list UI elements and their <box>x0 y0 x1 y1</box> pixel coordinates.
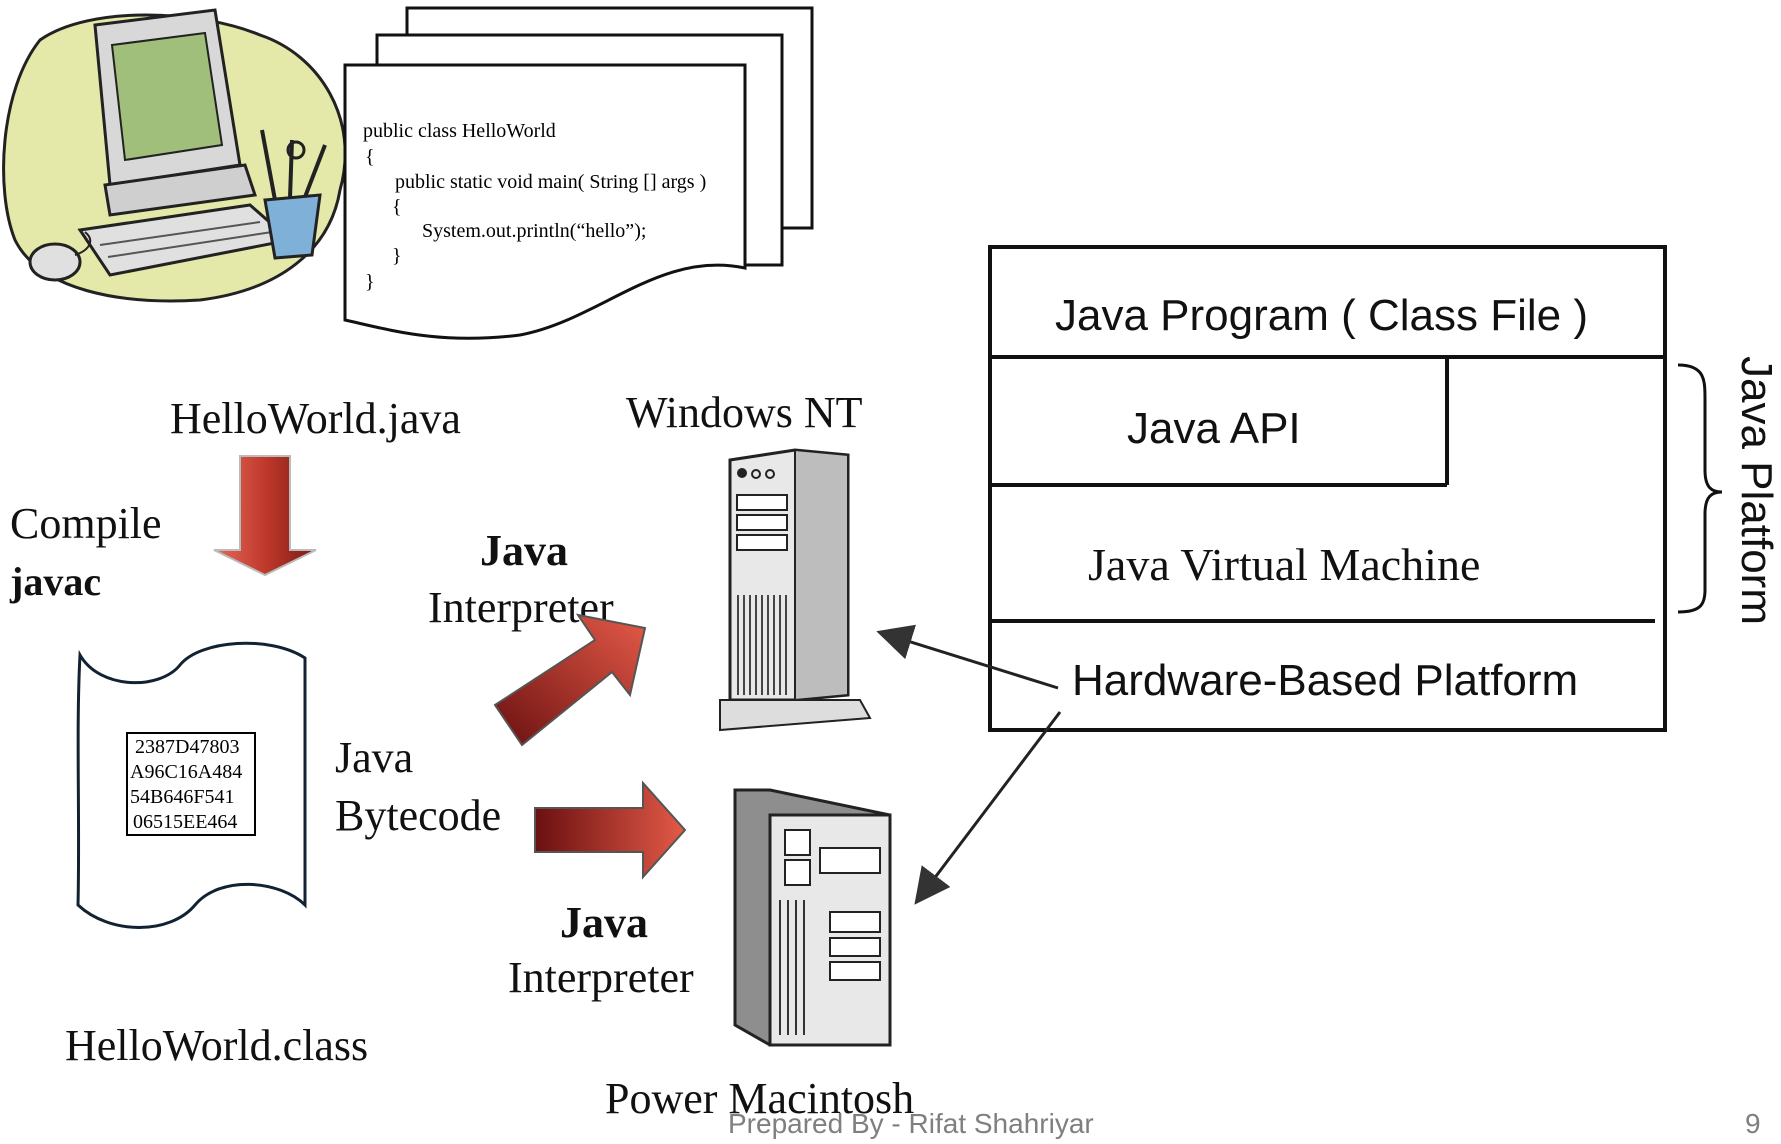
code-line-4: { <box>392 196 402 218</box>
platform-hardware-label: Hardware-Based Platform <box>1072 656 1578 705</box>
code-line-2: { <box>365 146 375 168</box>
hex-line-4: 06515EE464 <box>133 811 237 833</box>
platform-program-label: Java Program ( Class File ) <box>1055 291 1588 340</box>
compile-label: Compile <box>10 499 162 548</box>
windows-nt-label: Windows NT <box>626 388 863 437</box>
hex-line-1: 2387D47803 <box>135 736 239 758</box>
platform-stack: Java Program ( Class File ) Java API Jav… <box>988 245 1667 732</box>
bytecode-scroll: 2387D47803 A96C16A484 54B646F541 06515EE… <box>76 641 307 929</box>
interpreter-top-bold: Java <box>480 526 568 575</box>
page-number: 9 <box>1745 1108 1761 1139</box>
javac-label: javac <box>9 559 101 604</box>
power-mac-label: Power Macintosh <box>605 1074 914 1123</box>
code-line-5: System.out.println(“hello”); <box>422 220 646 242</box>
java-file-label: HelloWorld.java <box>170 394 461 443</box>
footer-credit: Prepared By - Rifat Shahriyar <box>728 1108 1094 1139</box>
bytecode-label-line1: Java <box>335 733 413 782</box>
windows-nt-server-icon <box>719 448 872 732</box>
java-platform-label: Java Platform <box>1732 356 1781 625</box>
source-code-pages: public class HelloWorld { public static … <box>343 6 814 340</box>
code-line-7: } <box>365 271 375 293</box>
bytecode-label-line2: Bytecode <box>335 791 501 840</box>
code-line-6: } <box>392 245 402 267</box>
power-macintosh-icon <box>733 788 892 1047</box>
platform-jvm-label: Java Virtual Machine <box>1088 539 1480 590</box>
code-line-1: public class HelloWorld <box>363 120 556 142</box>
hex-line-3: 54B646F541 <box>130 786 234 808</box>
code-line-3: public static void main( String [] args … <box>395 171 706 193</box>
interpreter-arrow-right-icon <box>534 780 687 880</box>
interpreter-bottom-bold: Java <box>560 898 648 947</box>
arrow-to-power-mac <box>914 711 1062 905</box>
arrow-to-windows-nt <box>876 624 1059 690</box>
interpreter-bottom-label: Interpreter <box>508 953 694 1002</box>
hex-line-2: A96C16A484 <box>130 761 242 783</box>
class-file-label: HelloWorld.class <box>65 1021 368 1070</box>
computer-clipart-icon <box>2 8 347 303</box>
platform-api-label: Java API <box>1127 404 1301 453</box>
java-platform-brace <box>1677 363 1723 614</box>
interpreter-arrow-up-icon <box>493 613 647 747</box>
compile-arrow-icon <box>213 455 317 577</box>
